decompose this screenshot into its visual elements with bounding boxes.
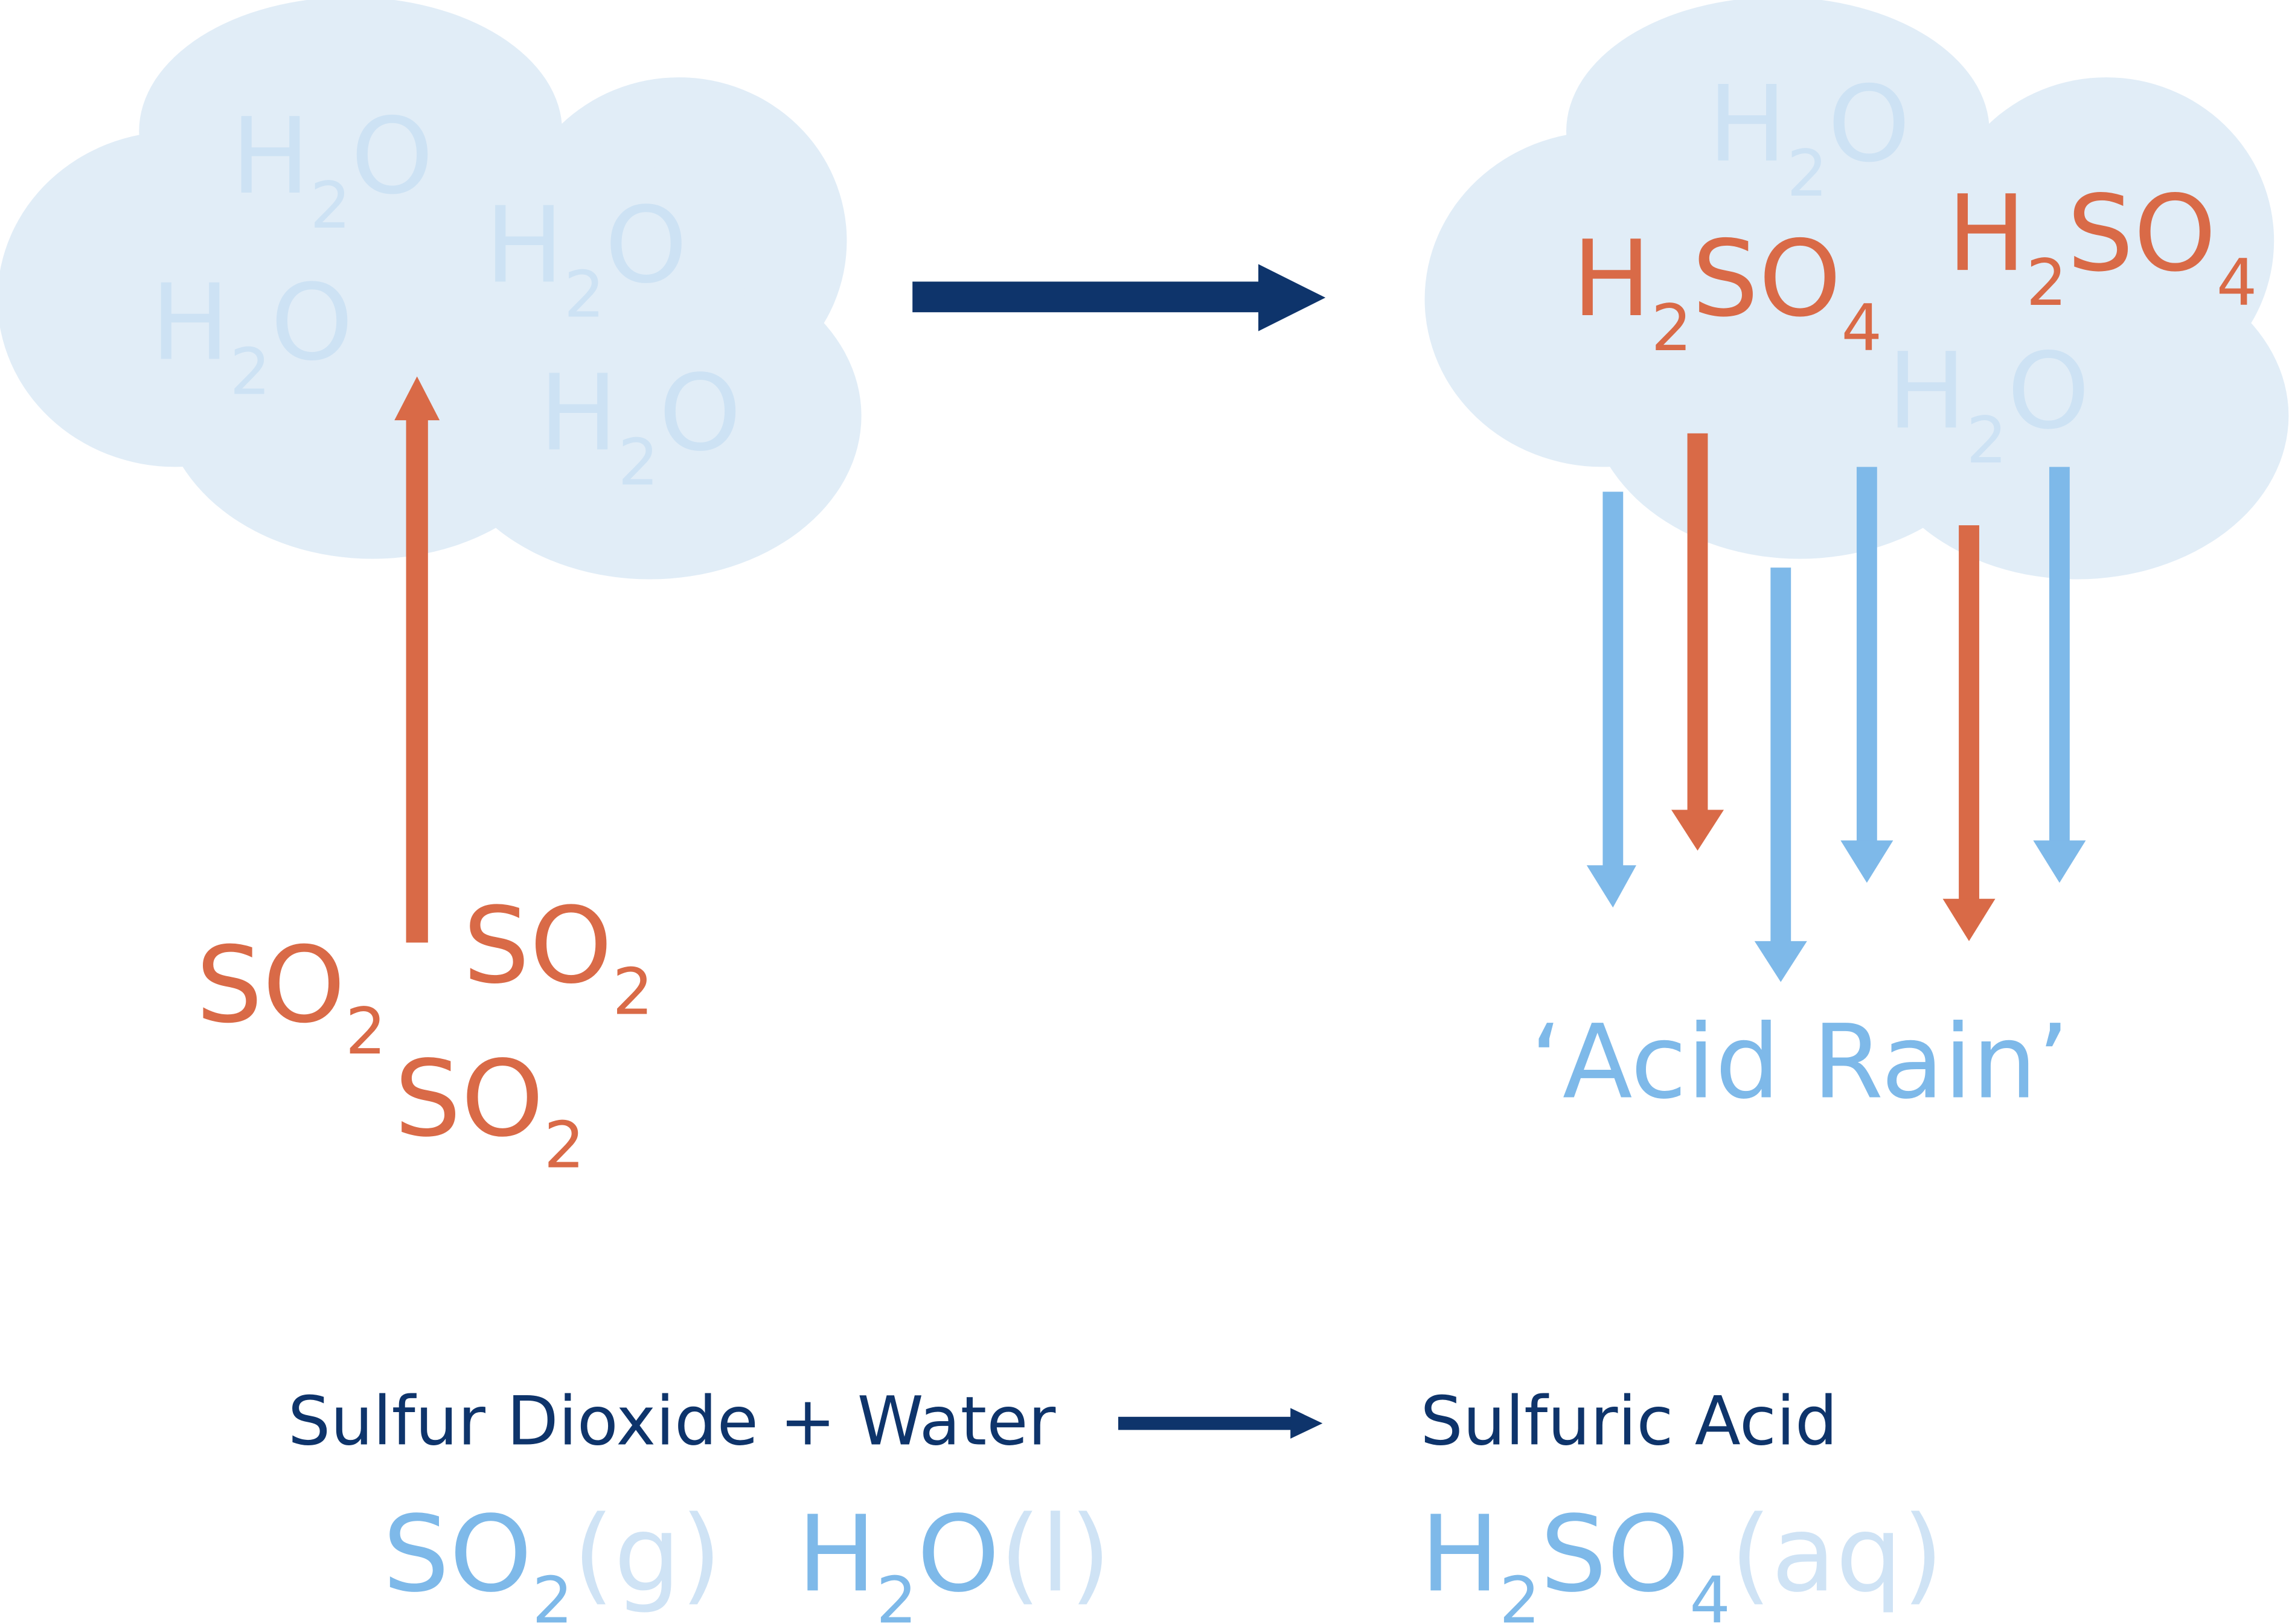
water-molecule: H2O: [539, 352, 741, 500]
h2o-formula: H2O(l): [797, 1493, 1111, 1624]
sulfuric-acid-molecule: H2SO4: [1572, 218, 1883, 366]
equation-arrow: [1118, 1408, 1323, 1439]
so2-emissions: SO2 SO2 SO2: [196, 885, 653, 1183]
rain-arrow-blue: [2033, 467, 2086, 883]
sulfuric-acid-molecule: H2SO4: [1947, 173, 2258, 321]
so2-molecule: SO2: [394, 1038, 584, 1183]
water-molecule: H2O: [1708, 63, 1910, 211]
water-molecule: H2O: [485, 184, 687, 332]
left-cloud-water: H2O H2O H2O H2O: [151, 95, 741, 500]
right-cloud-acid: H2SO4 H2SO4: [1572, 173, 2258, 366]
word-equation-product: Sulfuric Acid: [1420, 1383, 1837, 1461]
acid-rain-label: ‘Acid Rain’: [1530, 1003, 2069, 1122]
right-cloud-water: H2O H2O: [1708, 63, 2090, 478]
transition-arrow: [912, 264, 1326, 331]
so2-molecule: SO2: [196, 924, 386, 1069]
rain-arrow-blue: [1840, 467, 1894, 883]
water-molecule: H2O: [151, 262, 353, 410]
so2-formula: SO2(g): [383, 1493, 722, 1624]
rain-arrow-orange: [1671, 433, 1724, 851]
h2so4-formula: H2SO4(aq): [1420, 1493, 1943, 1624]
rain-arrow-orange: [1942, 525, 1996, 941]
water-molecule: H2O: [1887, 330, 2090, 478]
left-cloud: [0, 0, 862, 580]
rain-arrows: [1586, 433, 2086, 982]
rising-arrow: [394, 376, 440, 943]
symbol-equation: SO2(g) H2O(l) H2SO4(aq): [383, 1493, 1944, 1624]
water-molecule: H2O: [231, 95, 434, 243]
word-equation-reactants: Sulfur Dioxide + Water: [288, 1383, 1056, 1461]
rain-arrow-blue: [1586, 491, 1636, 908]
so2-molecule: SO2: [463, 885, 653, 1030]
rain-arrow-blue: [1754, 567, 1807, 982]
right-cloud: [1424, 0, 2289, 580]
